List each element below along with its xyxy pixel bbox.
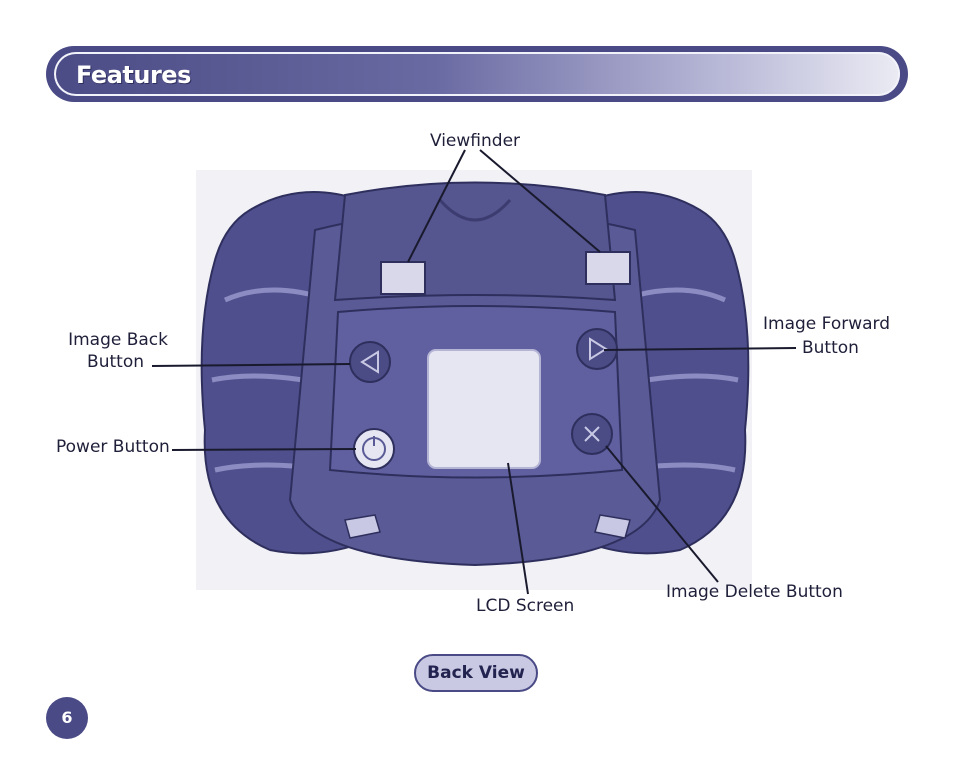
image-back-button — [349, 341, 391, 383]
lcd-screen — [427, 349, 541, 469]
viewfinder-housing — [333, 181, 617, 302]
leader-lines — [151, 149, 797, 595]
viewfinder-left-window — [380, 261, 426, 295]
section-header-banner: Features — [46, 46, 908, 102]
back-arrow-icon — [360, 350, 379, 374]
power-button-label: Power Button — [56, 437, 170, 457]
lcd-screen-label: LCD Screen — [476, 596, 575, 616]
image-forward-label-line2: Button — [802, 338, 859, 358]
forward-arrow-icon — [589, 337, 608, 361]
image-forward-label-line1: Image Forward — [763, 314, 891, 334]
viewfinder-label: Viewfinder — [429, 131, 521, 151]
back-view-caption: Back View — [414, 654, 538, 692]
image-back-label-line2: Button — [87, 352, 144, 372]
section-header-inner: Features — [54, 52, 900, 96]
image-delete-button-label: Image Delete Button — [666, 582, 843, 602]
image-back-label-line1: Image Back — [68, 330, 168, 350]
viewfinder-right-window — [585, 251, 631, 285]
delete-icon — [584, 426, 600, 442]
power-button — [353, 428, 395, 470]
page-number-badge: 6 — [46, 697, 88, 739]
section-title: Features — [76, 61, 191, 89]
